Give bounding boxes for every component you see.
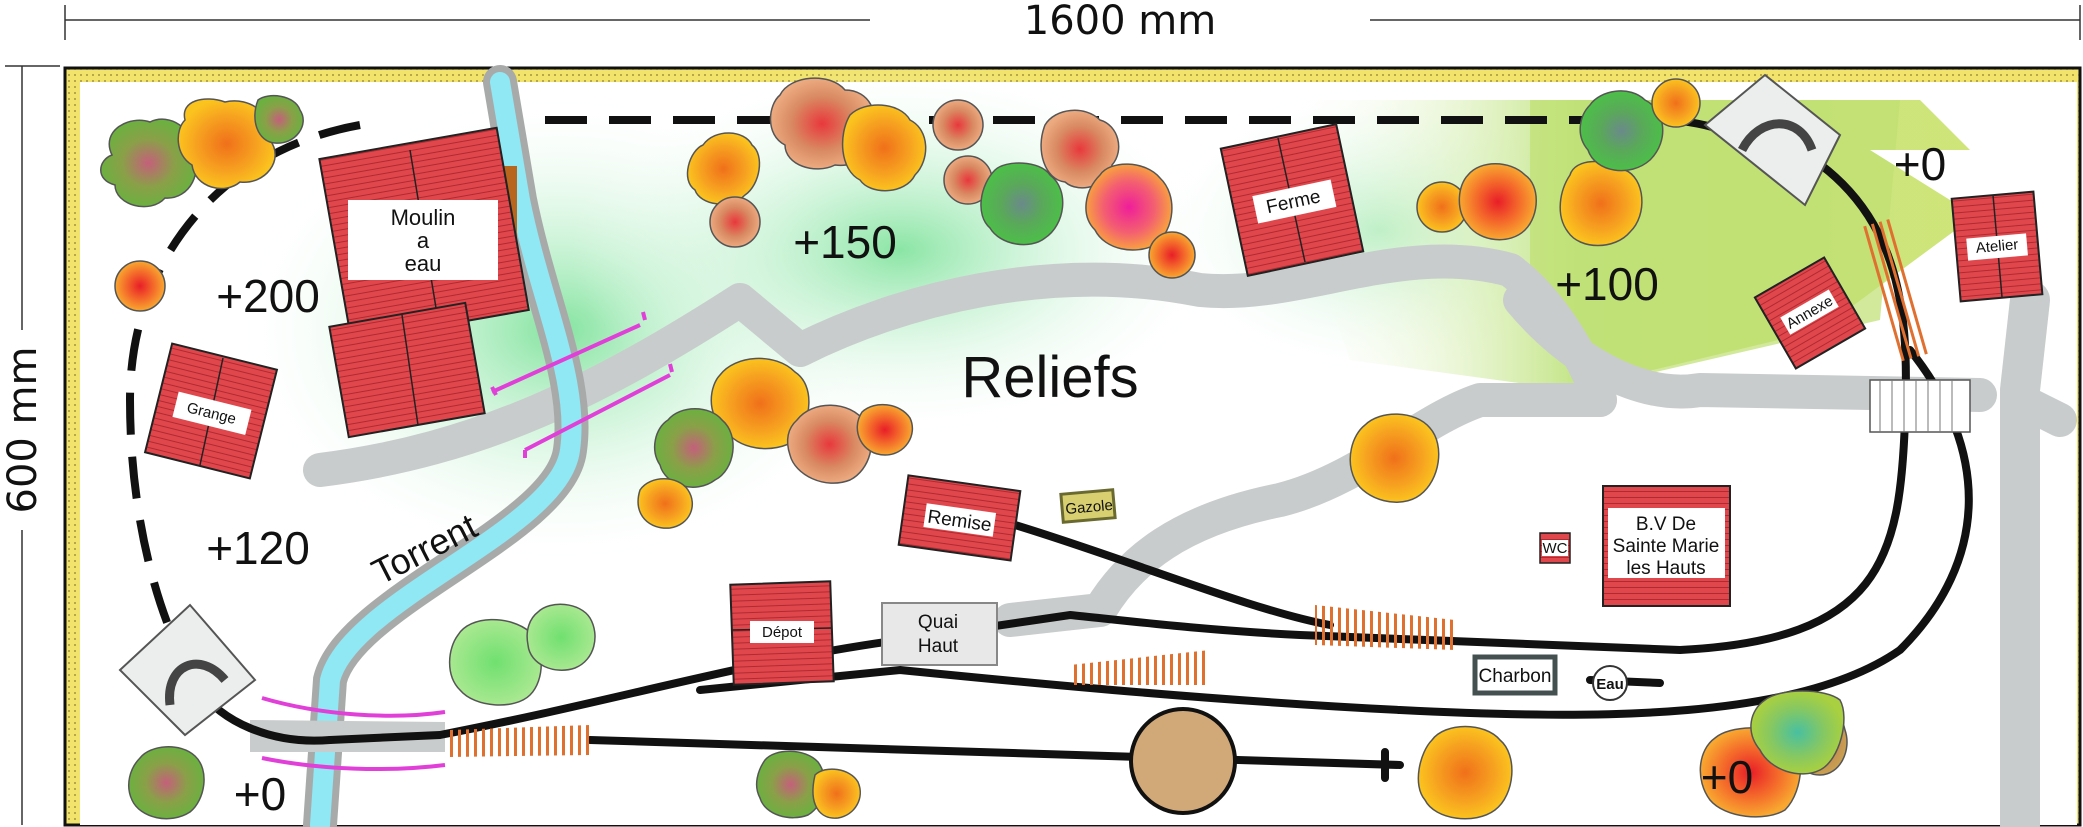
- svg-text:Eau: Eau: [1596, 676, 1624, 693]
- svg-text:Charbon: Charbon: [1479, 666, 1552, 687]
- tunnel-portal-bottom-left: [118, 603, 257, 737]
- turnouts: [450, 218, 1931, 757]
- reliefs-title: Reliefs: [961, 345, 1138, 410]
- svg-text:WC: WC: [1543, 540, 1568, 557]
- building-charbon: Charbon: [1472, 654, 1558, 696]
- hidden-track-left: [125, 121, 361, 632]
- elevation-labels: +200 +150 +100 +120 +0 +0 +0: [206, 138, 1946, 820]
- building-gazole: Gazole: [1059, 488, 1117, 524]
- bridges: [261, 311, 674, 772]
- height-label: 600 mm: [0, 347, 46, 514]
- dimension-width: 1600 mm: [64, 0, 2081, 44]
- svg-text:eau: eau: [405, 251, 442, 276]
- tunnel-portal-top-right: [1703, 73, 1842, 207]
- building-quai-haut: Quai Haut: [881, 602, 998, 666]
- width-label: 1600 mm: [1024, 0, 1216, 44]
- elevation-0-right-bottom: +0: [1701, 751, 1753, 803]
- level-crossing: [1869, 379, 1971, 433]
- elevation-100: +100: [1555, 258, 1659, 310]
- building-moulin-annex: [328, 301, 486, 439]
- svg-text:Gazole: Gazole: [1065, 497, 1114, 518]
- elevation-120: +120: [206, 522, 310, 574]
- svg-text:Sainte Marie: Sainte Marie: [1613, 536, 1720, 557]
- svg-text:a: a: [417, 228, 430, 253]
- elevation-150: +150: [793, 216, 897, 268]
- svg-text:Moulin: Moulin: [391, 205, 456, 230]
- building-bv: B.V De Sainte Marie les Hauts: [1602, 485, 1731, 607]
- elevation-200: +200: [216, 270, 320, 322]
- building-remise: Remise: [897, 474, 1022, 562]
- torrent-river: [303, 65, 589, 827]
- building-ferme: Ferme: [1219, 122, 1365, 278]
- elevation-0-left: +0: [234, 768, 286, 820]
- svg-text:Dépot: Dépot: [762, 624, 803, 641]
- building-eau: Eau: [1592, 665, 1628, 701]
- dimension-height: 600 mm: [0, 65, 60, 825]
- building-depot: Dépot: [729, 580, 835, 686]
- trees: [100, 77, 1848, 820]
- elevation-0-right-top: +0: [1894, 138, 1946, 190]
- building-wc: WC: [1539, 532, 1571, 564]
- svg-text:Atelier: Atelier: [1975, 236, 2019, 257]
- building-annexe: Annexe: [1753, 256, 1867, 370]
- building-atelier: Atelier: [1950, 190, 2044, 303]
- building-grange: Grange: [143, 342, 279, 480]
- svg-text:B.V De: B.V De: [1636, 514, 1696, 535]
- svg-text:Quai: Quai: [918, 612, 958, 633]
- svg-text:les Hauts: les Hauts: [1626, 558, 1705, 579]
- turntable: [1129, 707, 1237, 815]
- svg-text:Haut: Haut: [918, 636, 959, 657]
